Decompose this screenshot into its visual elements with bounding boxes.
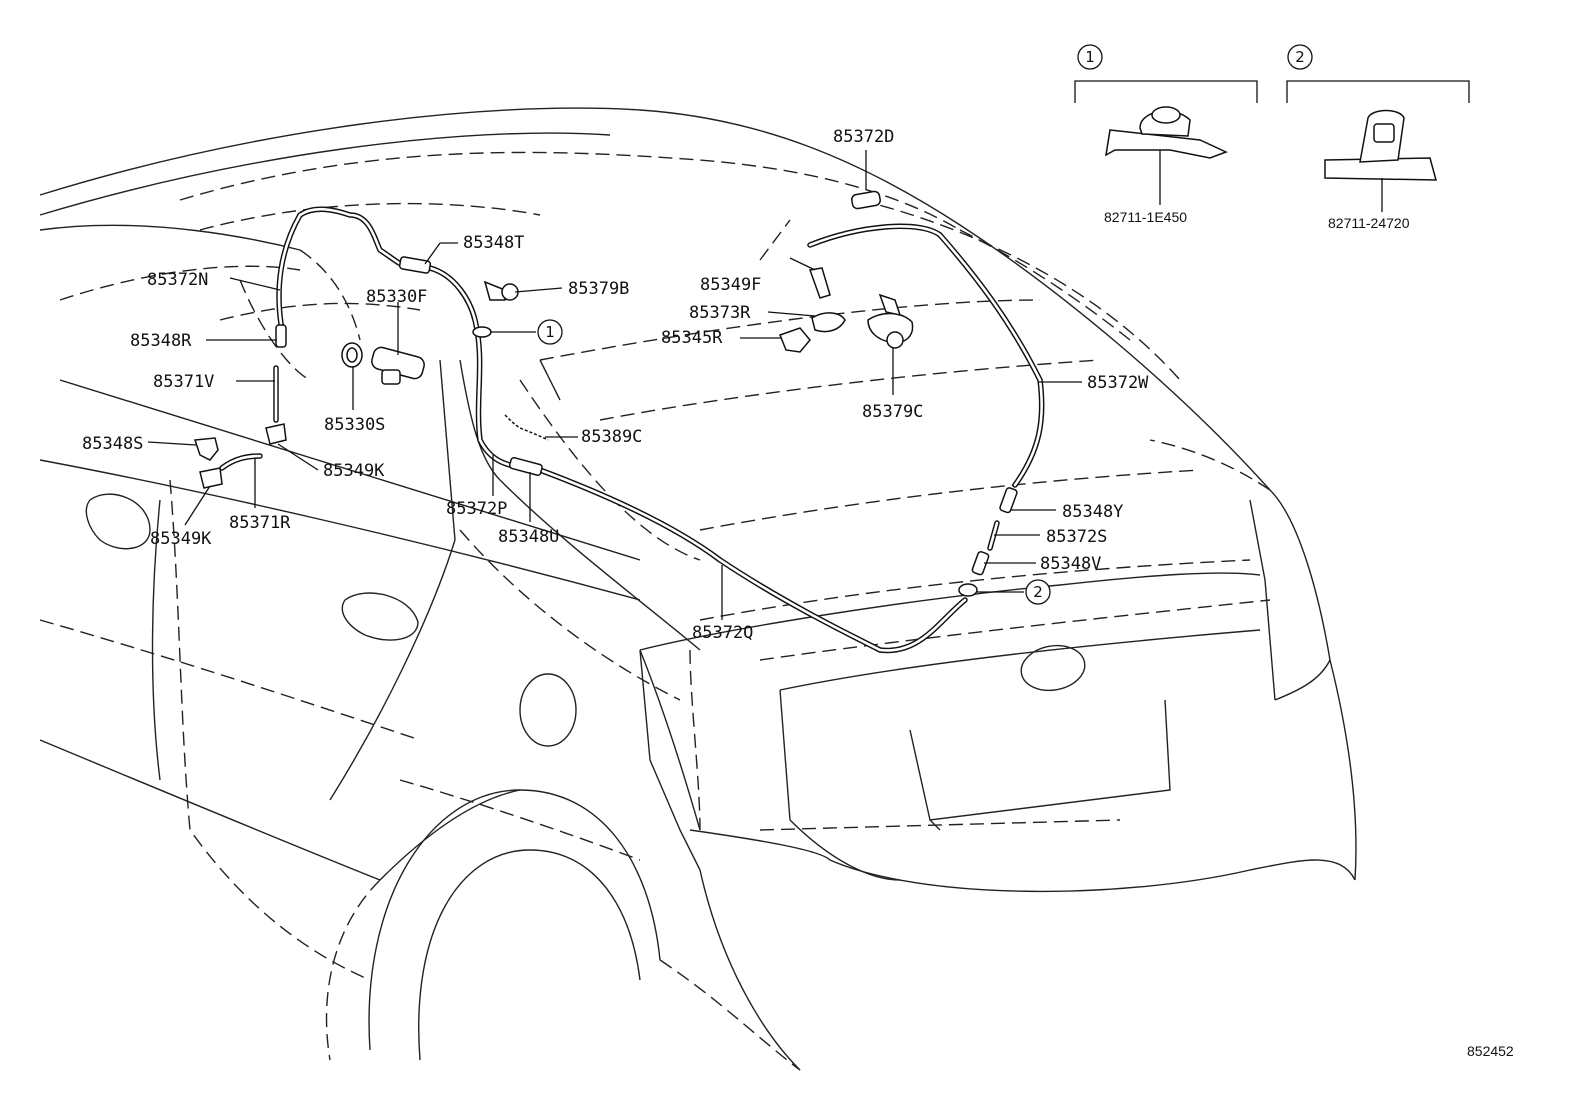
callout-2: 2 — [1025, 579, 1051, 605]
inset-2: 2 82711-24720 — [1286, 44, 1470, 231]
label-85372W: 85372W — [1087, 373, 1149, 393]
label-85345R: 85345R — [661, 328, 723, 348]
callout-2-label: 2 — [1033, 583, 1043, 601]
label-85330S: 85330S — [324, 415, 385, 435]
label-85371V: 85371V — [153, 372, 214, 392]
label-85372P: 85372P — [446, 499, 507, 519]
car-body-outline — [39, 107, 1357, 1071]
label-85379C: 85379C — [862, 402, 923, 422]
hidden-lines — [39, 151, 1271, 1071]
label-85371R: 85371R — [229, 513, 291, 533]
inset-1: 1 82711-1E450 — [1074, 44, 1258, 225]
label-85348R: 85348R — [130, 331, 192, 351]
label-85348Y: 85348Y — [1062, 502, 1123, 522]
label-85348U: 85348U — [498, 527, 559, 547]
label-85349K-lower: 85349K — [150, 529, 212, 549]
label-85348S: 85348S — [82, 434, 143, 454]
label-85349K-upper: 85349K — [323, 461, 385, 481]
label-85379B: 85379B — [568, 279, 629, 299]
inset-1-marker: 1 — [1085, 48, 1095, 66]
inset-2-marker: 2 — [1295, 48, 1305, 66]
part-labels: 85372D 85348T 85372N 85330F 85379B 85349… — [82, 127, 1149, 643]
callout-1-label: 1 — [545, 323, 555, 341]
figure-code: 852452 — [1467, 1043, 1514, 1059]
label-85372N: 85372N — [147, 270, 208, 290]
label-85372D: 85372D — [833, 127, 894, 147]
inset-2-part-number: 82711-24720 — [1328, 215, 1410, 231]
parts — [193, 190, 1018, 597]
label-85348V: 85348V — [1040, 554, 1101, 574]
label-85389C: 85389C — [581, 427, 642, 447]
inset-1-part-number: 82711-1E450 — [1104, 209, 1187, 225]
label-85349F: 85349F — [700, 275, 761, 295]
leader-lines — [147, 150, 1082, 620]
callout-1: 1 — [537, 319, 563, 345]
label-85373R: 85373R — [689, 303, 751, 323]
label-85372Q: 85372Q — [692, 623, 753, 643]
label-85330F: 85330F — [366, 287, 427, 307]
label-85372S: 85372S — [1046, 527, 1107, 547]
washer-hoses — [219, 206, 1045, 654]
label-85348T: 85348T — [463, 233, 524, 253]
